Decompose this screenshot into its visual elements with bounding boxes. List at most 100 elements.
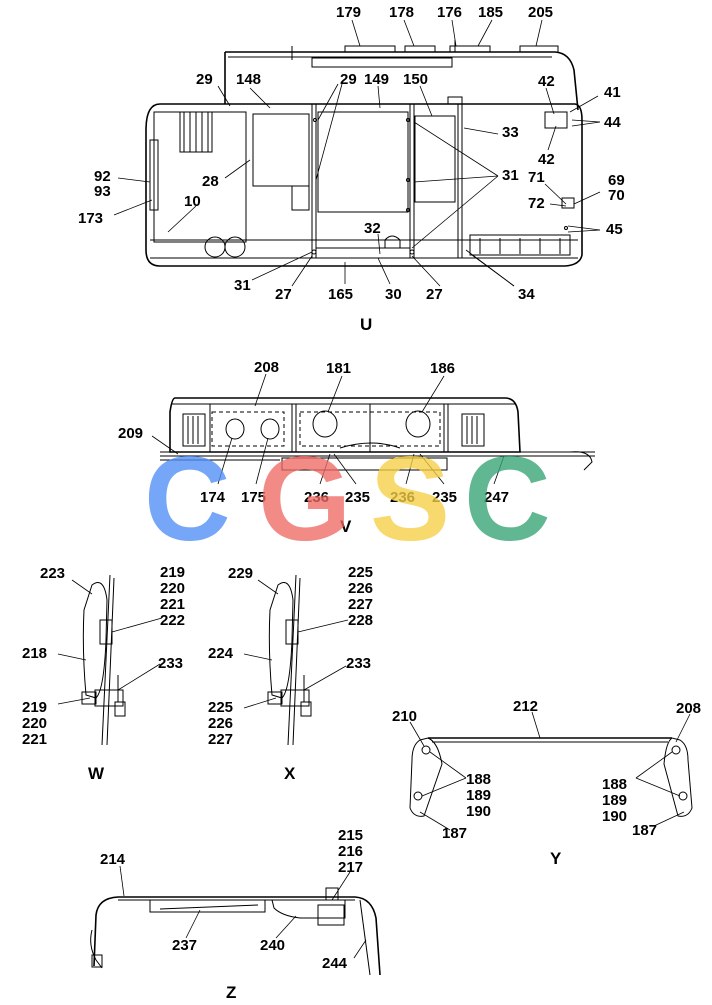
view-u-leaders xyxy=(113,19,601,287)
view-w-leaders xyxy=(57,579,163,705)
label-y-189a: 189 xyxy=(466,787,491,804)
view-x-labels: 229 225 226 227 228 224 233 225 226 227 … xyxy=(208,564,373,783)
view-z-drawing xyxy=(90,887,381,976)
label-w-218: 218 xyxy=(22,645,47,662)
label-y-190a: 190 xyxy=(466,803,491,820)
watermark-letter-c1: C xyxy=(144,432,231,566)
label-u-33: 33 xyxy=(502,124,519,141)
label-v-208: 208 xyxy=(254,359,279,376)
watermark-logo: C G S C xyxy=(144,432,551,566)
label-x-228: 228 xyxy=(348,612,373,629)
label-x-227b: 227 xyxy=(208,731,233,748)
label-y-187b: 187 xyxy=(632,822,657,839)
view-w-drawing xyxy=(81,574,126,746)
label-v-181: 181 xyxy=(326,360,351,377)
label-v-235a: 235 xyxy=(345,489,370,506)
watermark-letter-g: G xyxy=(258,432,351,566)
label-z-237: 237 xyxy=(172,937,197,954)
label-u-27a: 27 xyxy=(275,286,292,303)
label-w-233: 233 xyxy=(158,655,183,672)
label-z-214: 214 xyxy=(100,851,126,868)
label-u-71: 71 xyxy=(528,169,545,186)
label-y-188b: 188 xyxy=(602,776,627,793)
label-y-208: 208 xyxy=(676,700,701,717)
label-w-223: 223 xyxy=(40,565,65,582)
label-z-240: 240 xyxy=(260,937,285,954)
label-w-221a: 221 xyxy=(160,596,185,613)
label-u-92: 92 xyxy=(94,168,111,185)
view-title-x: X xyxy=(284,764,296,783)
label-u-30: 30 xyxy=(385,286,402,303)
view-v-labels: 208 181 186 209 174 175 236 235 236 235 … xyxy=(118,359,509,536)
label-u-176: 176 xyxy=(437,4,462,21)
label-v-236a: 236 xyxy=(304,489,329,506)
view-title-w: W xyxy=(88,764,105,783)
label-u-185: 185 xyxy=(478,4,503,21)
label-w-220a: 220 xyxy=(160,580,185,597)
label-u-44: 44 xyxy=(604,114,621,131)
label-u-10: 10 xyxy=(184,193,201,210)
view-title-v: V xyxy=(340,517,352,536)
label-u-150: 150 xyxy=(403,71,428,88)
label-u-42b: 42 xyxy=(538,151,555,168)
label-z-244: 244 xyxy=(322,955,348,972)
label-u-148: 148 xyxy=(236,71,261,88)
label-v-209: 209 xyxy=(118,425,143,442)
label-x-224: 224 xyxy=(208,645,234,662)
label-y-212: 212 xyxy=(513,698,538,715)
label-u-70: 70 xyxy=(608,187,625,204)
view-u-labels: 179 178 176 185 205 29 148 29 149 150 42… xyxy=(78,4,625,334)
label-u-69: 69 xyxy=(608,172,625,189)
label-u-165: 165 xyxy=(328,286,353,303)
view-x-drawing xyxy=(267,574,312,746)
view-w-labels: 223 219 220 221 222 218 233 219 220 221 … xyxy=(22,564,185,783)
label-u-34: 34 xyxy=(518,286,535,303)
label-u-28: 28 xyxy=(202,173,219,190)
label-x-229: 229 xyxy=(228,565,253,582)
view-u-drawing xyxy=(145,40,583,267)
label-z-216: 216 xyxy=(338,843,363,860)
view-title-u: U xyxy=(360,315,372,334)
label-w-219a: 219 xyxy=(160,564,185,581)
view-y-leaders xyxy=(409,711,691,831)
label-z-217: 217 xyxy=(338,859,363,876)
view-y-labels: 210 212 208 188 189 190 187 188 189 190 … xyxy=(392,698,701,868)
label-u-93: 93 xyxy=(94,183,111,200)
watermark-letter-s: S xyxy=(370,432,450,566)
watermark-letter-c2: C xyxy=(464,432,551,566)
label-u-42a: 42 xyxy=(538,73,555,90)
label-u-31b: 31 xyxy=(234,277,251,294)
view-v-leaders xyxy=(151,373,505,485)
label-u-179: 179 xyxy=(336,4,361,21)
label-v-175: 175 xyxy=(241,489,266,506)
label-x-225a: 225 xyxy=(348,564,373,581)
label-x-226b: 226 xyxy=(208,715,233,732)
label-u-72: 72 xyxy=(528,195,545,212)
view-z-leaders xyxy=(119,865,367,959)
label-w-221b: 221 xyxy=(22,731,47,748)
view-v-drawing xyxy=(160,397,595,471)
label-x-225b: 225 xyxy=(208,699,233,716)
label-x-227a: 227 xyxy=(348,596,373,613)
label-v-247: 247 xyxy=(484,489,509,506)
label-v-236b: 236 xyxy=(390,489,415,506)
label-w-222: 222 xyxy=(160,612,185,629)
label-u-29a: 29 xyxy=(196,71,213,88)
label-u-178: 178 xyxy=(389,4,414,21)
view-title-z: Z xyxy=(226,983,236,1000)
label-v-186: 186 xyxy=(430,360,455,377)
label-y-189b: 189 xyxy=(602,792,627,809)
label-w-219b: 219 xyxy=(22,699,47,716)
label-v-174: 174 xyxy=(200,489,226,506)
view-z-labels: 214 215 216 217 237 240 244 Z xyxy=(100,827,363,1002)
label-u-149: 149 xyxy=(364,71,389,88)
label-y-210: 210 xyxy=(392,708,417,725)
view-title-y: Y xyxy=(550,849,562,868)
label-x-233: 233 xyxy=(346,655,371,672)
label-u-32: 32 xyxy=(364,220,381,237)
label-u-27b: 27 xyxy=(426,286,443,303)
label-u-45: 45 xyxy=(606,221,623,238)
label-z-215: 215 xyxy=(338,827,363,844)
